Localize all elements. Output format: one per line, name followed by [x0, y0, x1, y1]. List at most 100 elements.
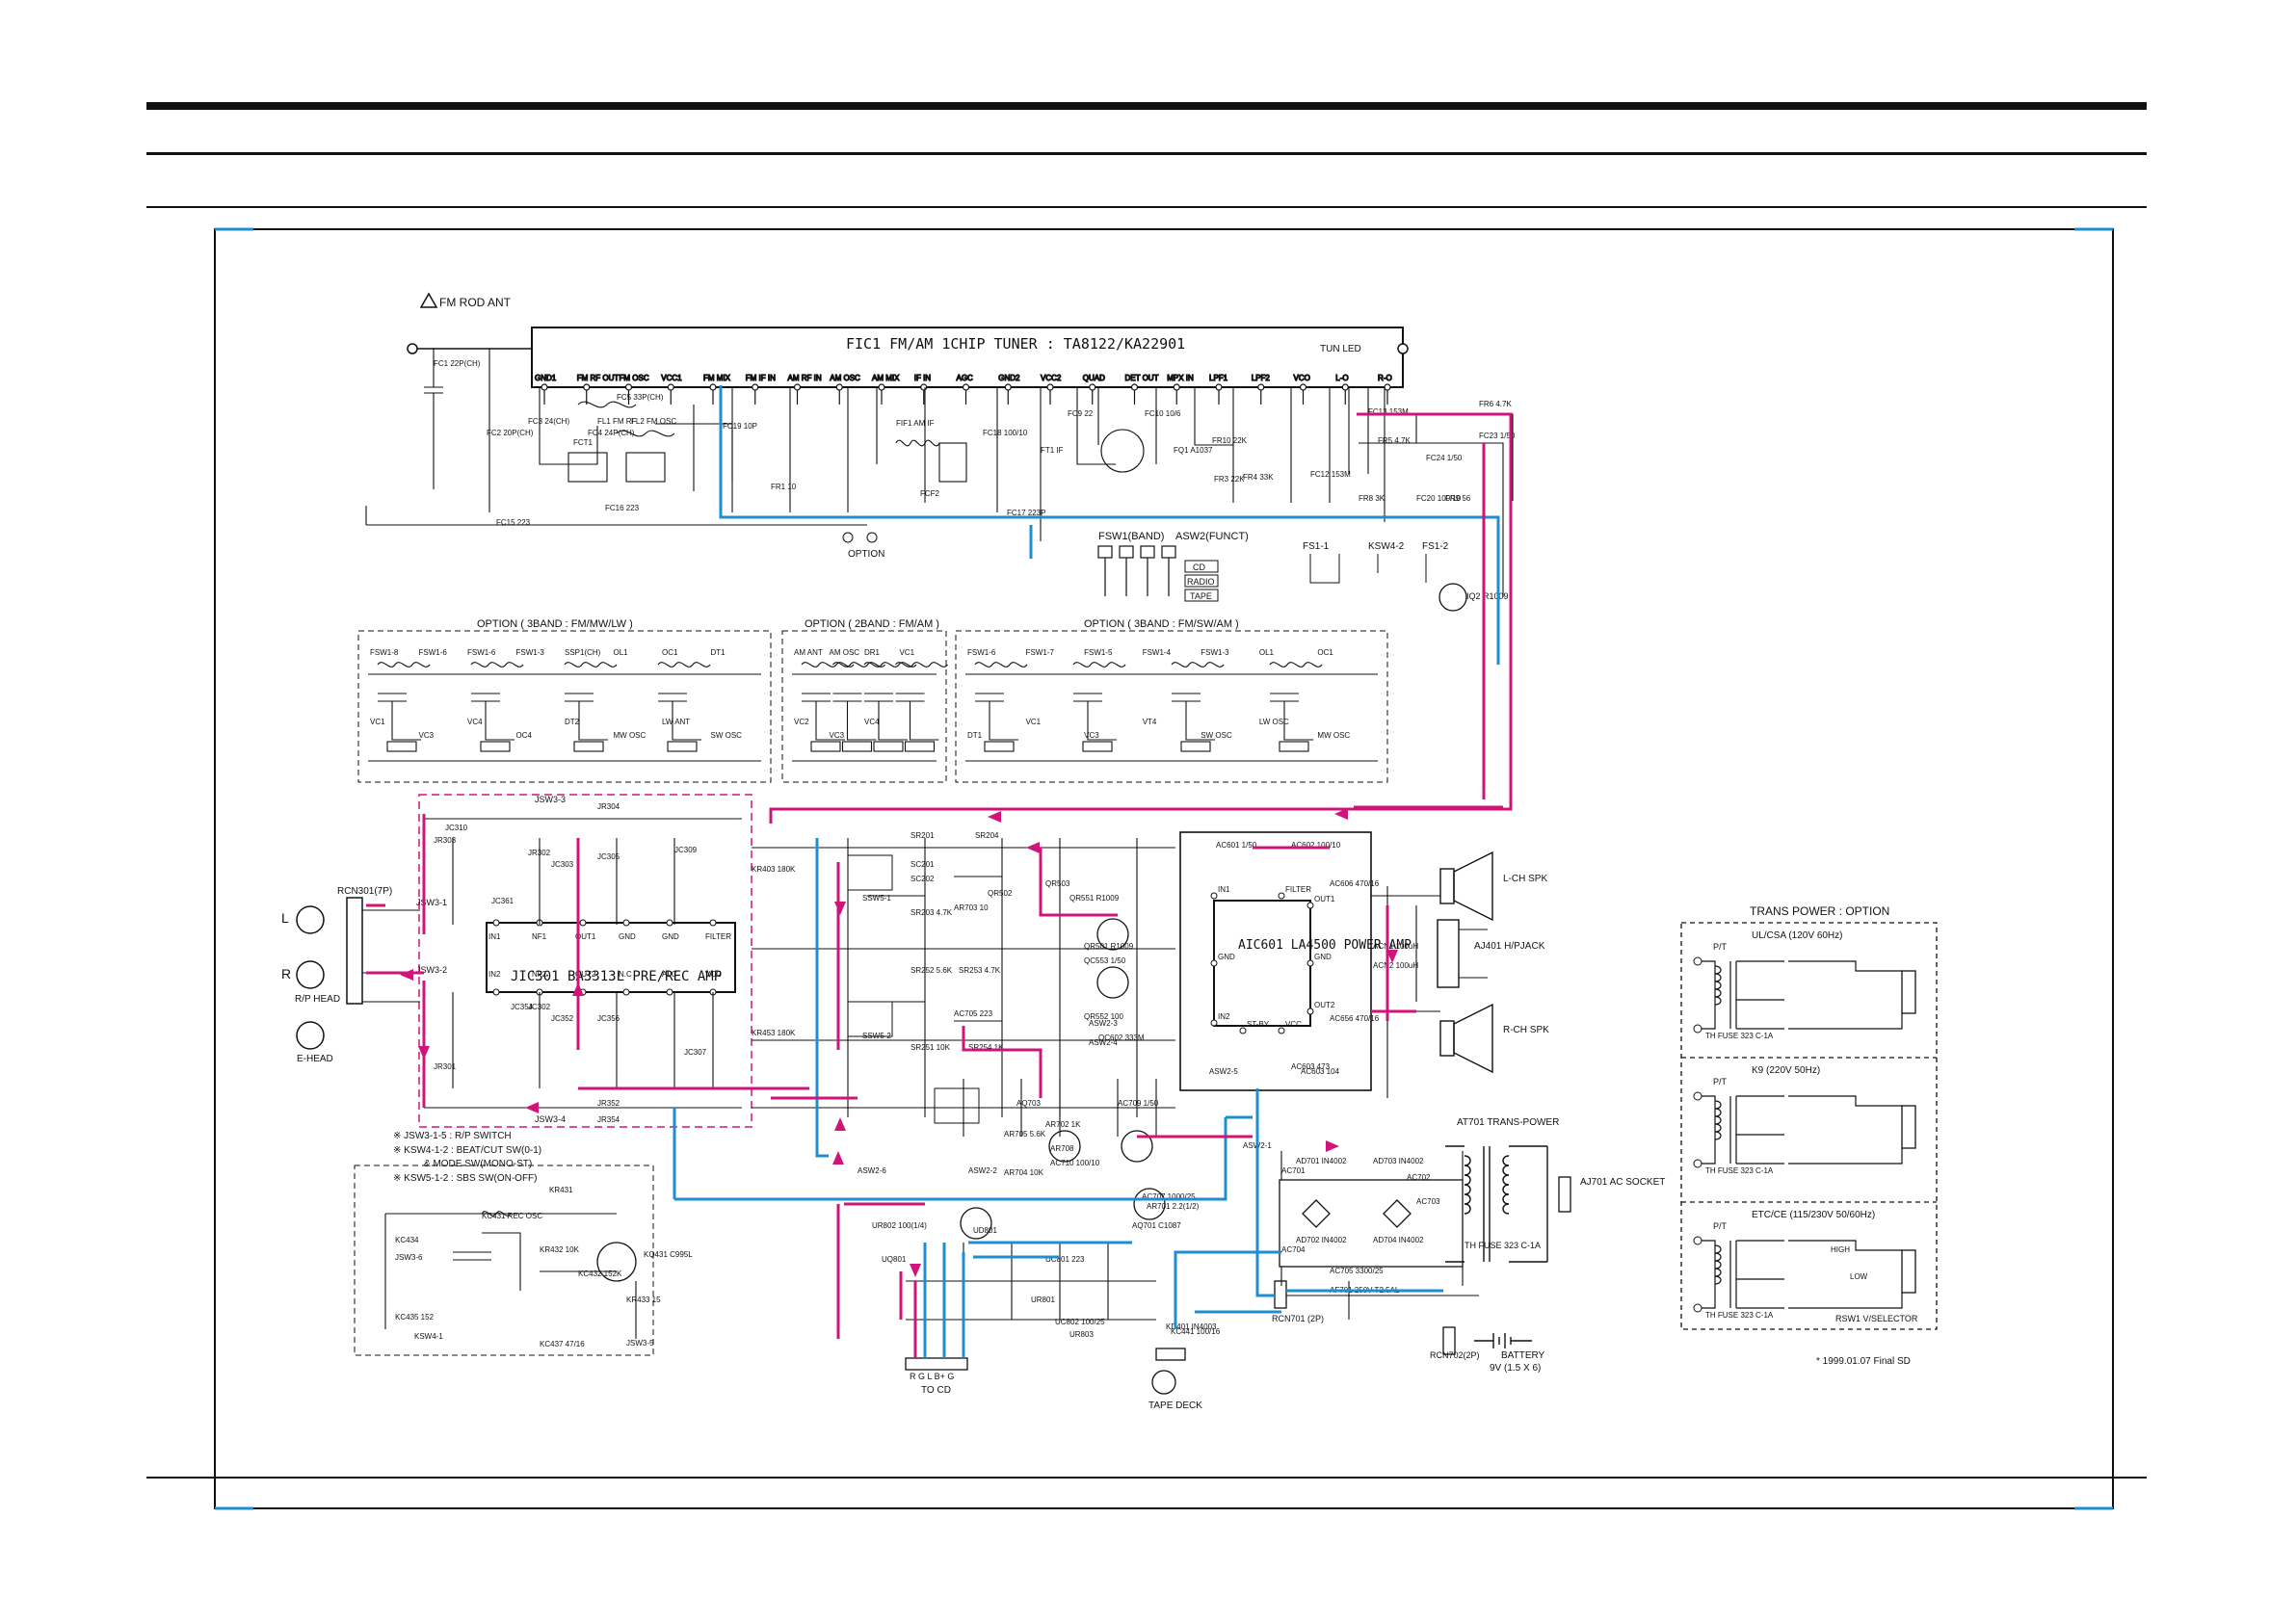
- tuner-component-label: FC4 24P(CH): [588, 429, 635, 437]
- option-component-label: VC1: [1026, 718, 1042, 726]
- tuner-pin-label: AM OSC: [830, 374, 860, 382]
- signal-routing: [752, 838, 1175, 1124]
- poweramp-component-label: QR551 R1009: [1069, 894, 1120, 903]
- option-component-label: SW OSC: [711, 731, 743, 740]
- poweramp-component-label: ASW2-4: [1089, 1038, 1118, 1047]
- tuner-component-label: FC23 1/50: [1479, 432, 1516, 440]
- tuner-pin-label: FM MIX: [703, 374, 731, 382]
- tuner-component-label: FR8 3K: [1359, 494, 1386, 503]
- tuner-chip-title: FIC1 FM/AM 1CHIP TUNER : TA8122/KA22901: [846, 335, 1185, 353]
- option-component-label: FSW1-4: [1143, 648, 1172, 657]
- poweramp-component-label: SR204: [975, 831, 999, 840]
- regulator-component-label: ASW2-2: [968, 1166, 997, 1175]
- iq2-label: IQ2 R1009: [1466, 591, 1509, 601]
- antenna-icon: [419, 292, 438, 308]
- preamp-pin-label: NF1: [532, 932, 547, 941]
- tuner-pin-label: VCO: [1294, 374, 1310, 382]
- fs1-1-label: FS1-1: [1303, 541, 1330, 552]
- tuner-pin-label: GND2: [998, 374, 1020, 382]
- recosc-component-label: KR431: [549, 1186, 573, 1194]
- option-component-label: LW ANT: [662, 718, 690, 726]
- option-component-label: VC3: [419, 731, 435, 740]
- tuner-component-label: FR5 4.7K: [1378, 436, 1411, 445]
- option-component-label: SW OSC: [1201, 731, 1232, 740]
- to-cd-pins: R G L B+ G: [910, 1372, 954, 1381]
- option-component-label: DT2: [565, 718, 580, 726]
- tuner-pin-label: IF IN: [914, 374, 932, 382]
- recosc-component-label: KC435 152: [395, 1313, 435, 1322]
- regulator-component-label: UQ801: [882, 1255, 907, 1264]
- selector-label: RSW1 V/SELECTOR: [1835, 1314, 1918, 1323]
- tuner-component-label: FR1 10: [771, 483, 797, 491]
- power-amp-chip-label: AIC601 LA4500 POWER AMP: [1238, 938, 1412, 953]
- preamp-pin-label: NF2: [532, 970, 547, 979]
- rcn702-label: RCN702(2P): [1430, 1350, 1480, 1360]
- poweramp-component-label: SR203 4.7K: [910, 908, 953, 917]
- head-r-icon: [296, 960, 325, 989]
- rcn701-label: RCN701 (2P): [1272, 1314, 1324, 1323]
- tuner-pin-label: VCC1: [661, 374, 682, 382]
- power-transformer-icon: [1445, 1145, 1548, 1263]
- regulator-component-label: AC707 1000/25: [1142, 1192, 1196, 1201]
- poweramp-component-label: ASW2-3: [1089, 1019, 1118, 1028]
- preamp-chip-label: JIC301 BA3313L PRE/REC AMP: [511, 969, 722, 984]
- option-component-label: VC1: [900, 648, 915, 657]
- option-box-2-title: OPTION ( 2BAND : FM/AM ): [805, 618, 939, 630]
- poweramp-component-label: AC656 470/16: [1330, 1014, 1380, 1023]
- trans-box-label: ETC/CE (115/230V 50/60Hz): [1752, 1210, 1875, 1220]
- tuner-pin-label: FM OSC: [620, 374, 649, 382]
- poweramp-component-label: ACN2 100uH: [1373, 961, 1418, 970]
- poweramp-component-label: QR503: [1045, 879, 1070, 888]
- preamp-component-label: JC307: [684, 1048, 707, 1057]
- tuner-pin-label: R-O: [1378, 374, 1392, 382]
- lch-spk-label: L-CH SPK: [1503, 874, 1547, 884]
- switch-notes: ※ JSW3-1-5 : R/P SWITCH ※ KSW4-1-2 : BEA…: [393, 1131, 541, 1184]
- note-1: ※ JSW3-1-5 : R/P SWITCH: [393, 1131, 512, 1141]
- low-label: LOW: [1850, 1272, 1868, 1281]
- regulator-component-label: UC801 223: [1045, 1255, 1085, 1264]
- lch-speaker-icon: [1453, 851, 1493, 922]
- poweramp-component-label: KR453 180K: [752, 1029, 796, 1037]
- trans-box-fuse: TH FUSE 323 C-1A: [1705, 1032, 1774, 1040]
- preamp-pin-label: OUT1: [575, 932, 596, 941]
- option-component-label: VC4: [864, 718, 880, 726]
- trace-arrows: [400, 808, 1398, 1277]
- poweramp-component-label: SSW5-1: [862, 894, 891, 903]
- preamp-component-label: JC352: [551, 1014, 574, 1023]
- preamp-component-label: JC310: [445, 824, 468, 832]
- diode-label: AD702 IN4002: [1296, 1236, 1347, 1244]
- diode-label: AD703 IN4002: [1373, 1157, 1424, 1165]
- regulator-component-label: AR708: [1050, 1144, 1074, 1153]
- preamp-pin-label: IN2: [488, 970, 501, 979]
- option-component-label: FSW1-5: [1084, 648, 1113, 657]
- recosc-component-label: KR432 10K: [540, 1245, 580, 1254]
- tuner-component-label: FCF2: [920, 489, 940, 498]
- drawing-frame: [214, 227, 2114, 1510]
- preamp-pin-label: ALC: [662, 970, 677, 979]
- tuner-component-label: FC3 24(CH): [528, 417, 569, 426]
- note-4: ※ KSW5-1-2 : SBS SW(ON-OFF): [393, 1173, 538, 1184]
- preamp-pin-label: GND: [619, 932, 636, 941]
- recosc-component-label: KSW4-1: [414, 1332, 443, 1341]
- diode-label: AD701 IN4002: [1296, 1157, 1347, 1165]
- regulator-component-label: ASW2-6: [858, 1166, 886, 1175]
- tuner-component-label: FC9 22: [1068, 409, 1094, 418]
- option-component-label: DT1: [711, 648, 726, 657]
- poweramp-component-label: SC201: [910, 860, 935, 869]
- power-supply-section: AT701 TRANS-POWER AJ701 AC SOCKET TH FUS…: [1166, 1117, 1665, 1374]
- poweramp-component-label: ACN1 100uH: [1373, 942, 1418, 951]
- poweramp-component-label: QC553 1/50: [1084, 956, 1126, 965]
- tuner-component-label: FC17 223P: [1007, 509, 1045, 517]
- option-component-label: LW OSC: [1259, 718, 1289, 726]
- option-component-label: OL1: [614, 648, 629, 657]
- tuner-component-label: FR3 22K: [1214, 475, 1245, 484]
- preamp-component-label: JR303: [434, 836, 457, 845]
- option-component-label: VT4: [1143, 718, 1157, 726]
- option-component-label: OC4: [516, 731, 533, 740]
- fsw-label: FSW1(BAND): [1098, 531, 1164, 542]
- mode-radio: RADIO: [1187, 577, 1215, 587]
- cap-label: AC702: [1407, 1173, 1431, 1182]
- option-component-label: FSW1-7: [1026, 648, 1055, 657]
- regulator-component-label: ASW2-5: [1209, 1067, 1238, 1076]
